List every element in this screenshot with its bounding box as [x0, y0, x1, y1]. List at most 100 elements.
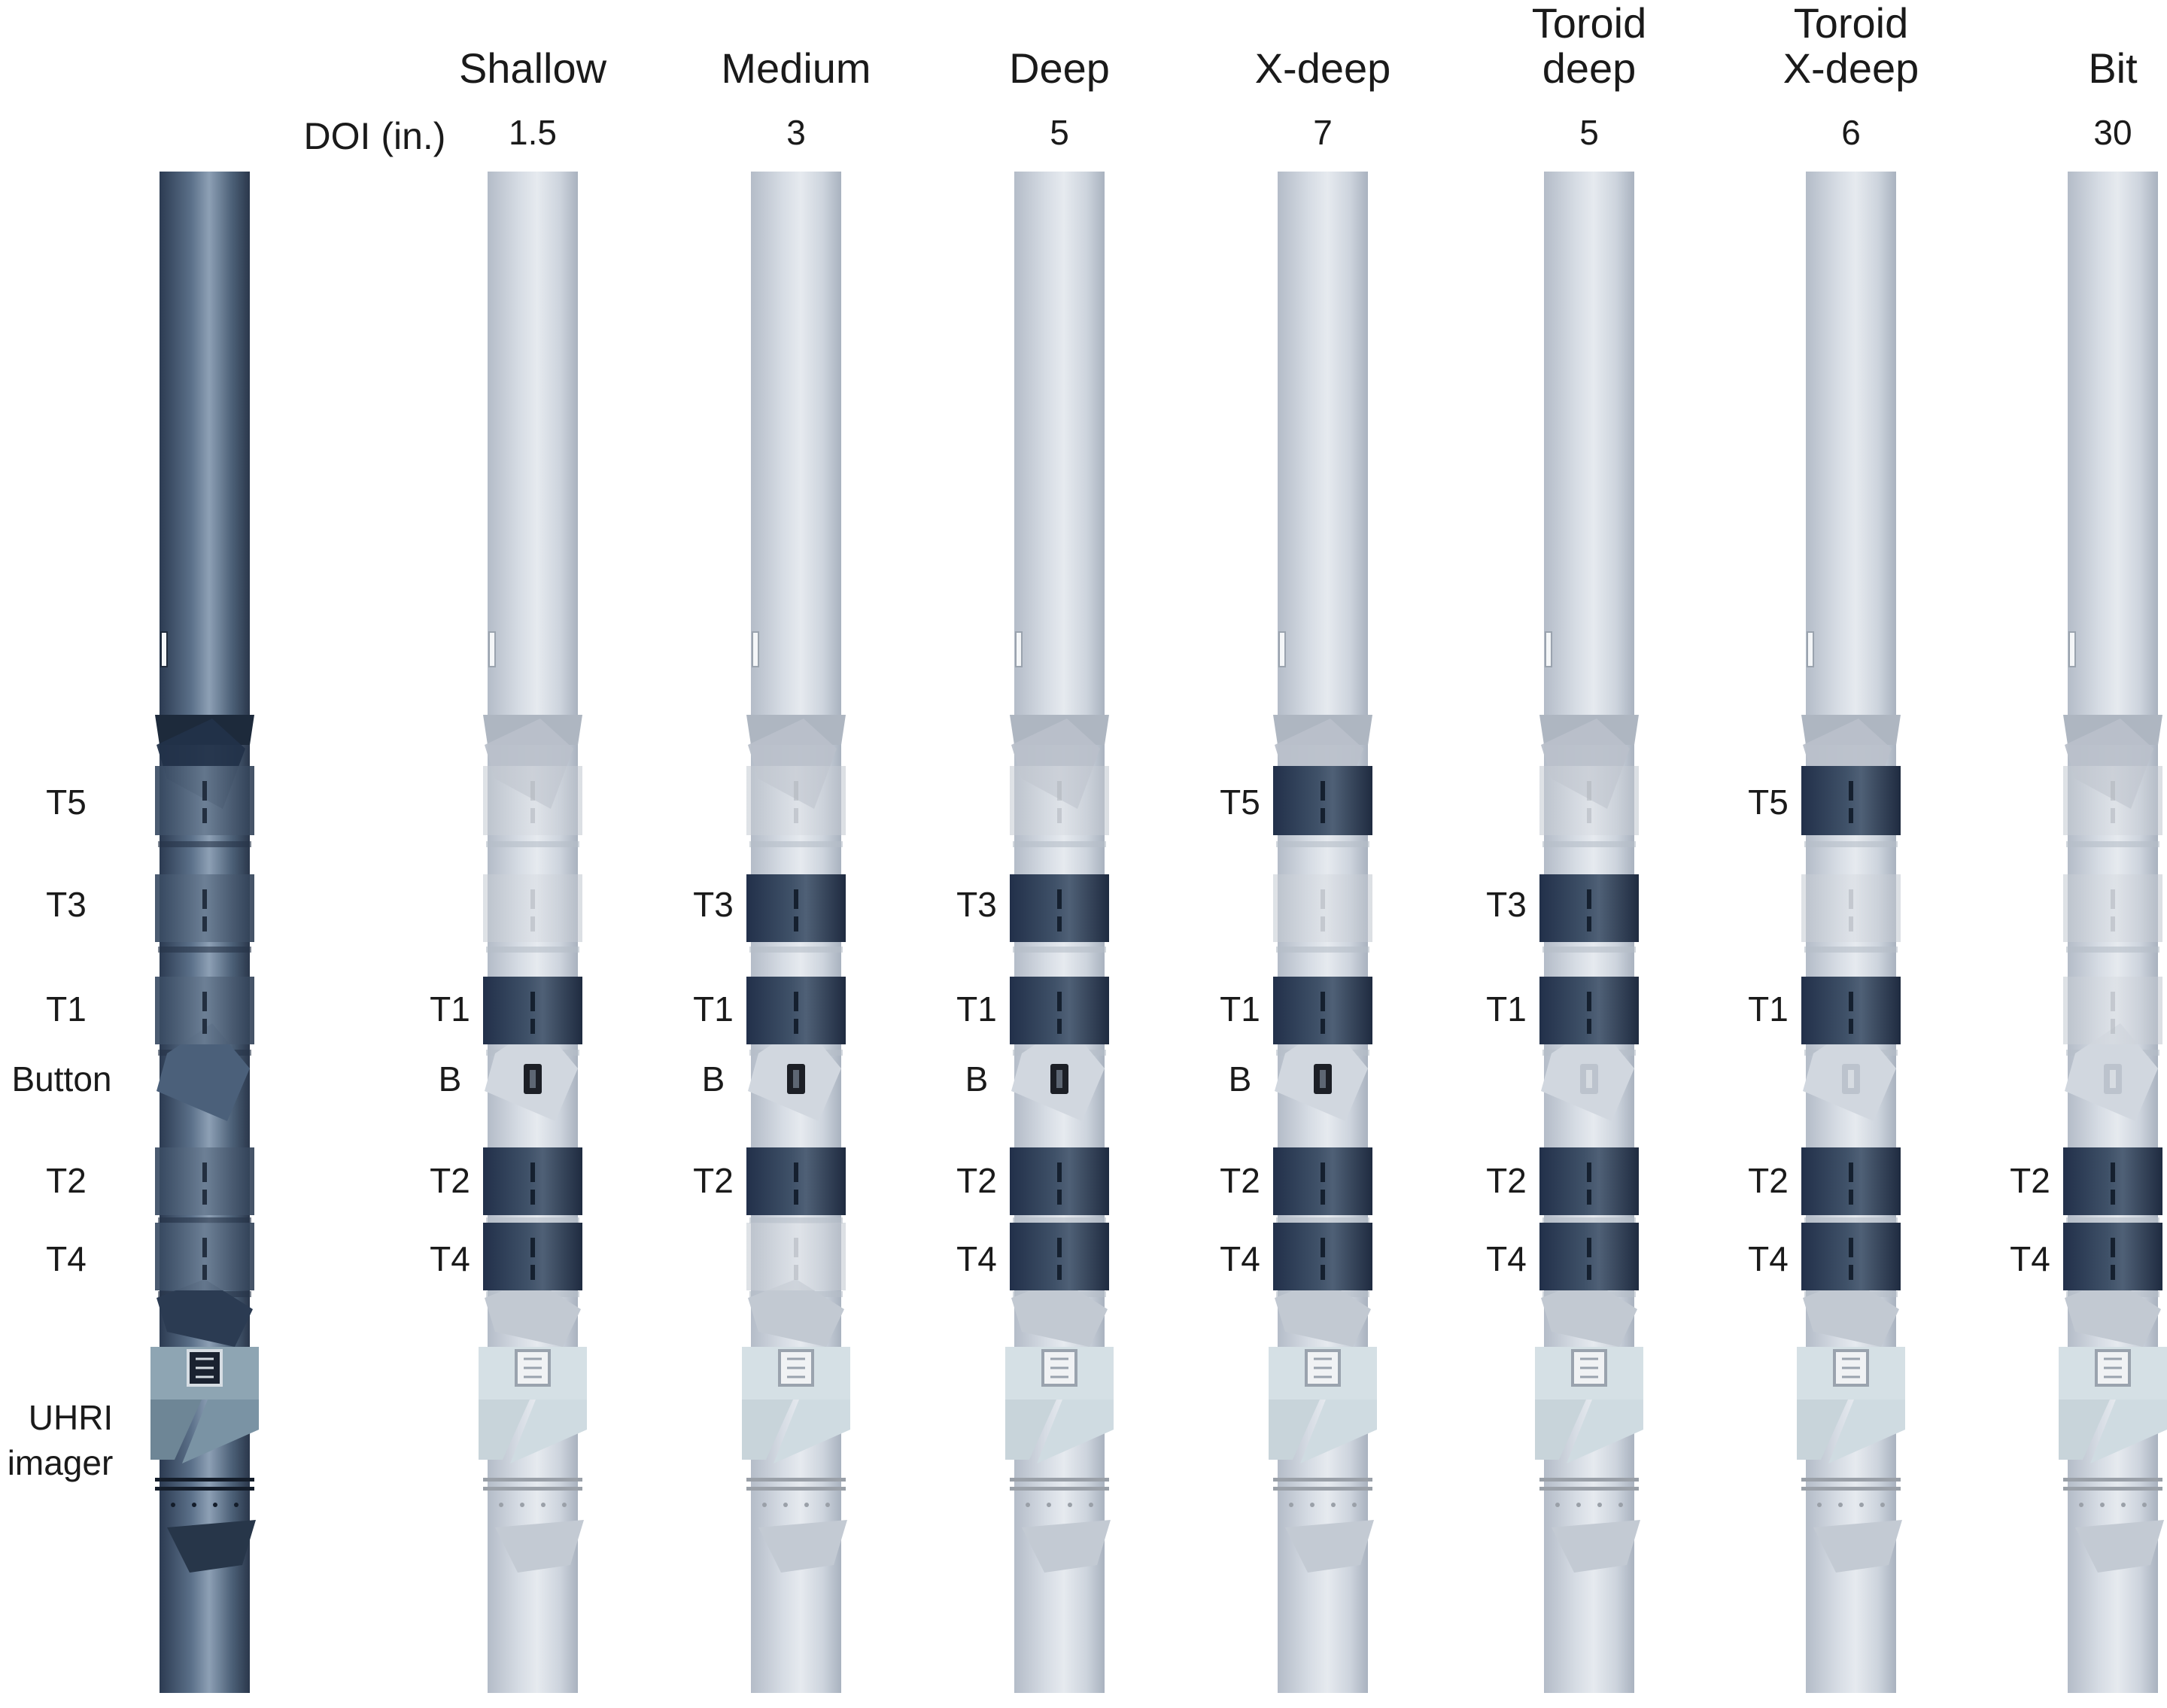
mode-1-label-t1: T1 — [693, 989, 734, 1029]
mode-3-label-t1: T1 — [1220, 989, 1260, 1029]
mode-3-label-t4: T4 — [1220, 1239, 1260, 1278]
imager-dot — [562, 1503, 567, 1507]
band-slot — [1587, 992, 1591, 1011]
band-slot — [2111, 889, 2115, 909]
tilted-block-bottom — [167, 1520, 256, 1573]
band-slot — [530, 1238, 535, 1257]
sleeve-ring — [749, 841, 843, 847]
imager-dot — [192, 1503, 196, 1507]
mode-0-label-t4: T4 — [430, 1239, 470, 1278]
imager-dot — [1838, 1503, 1843, 1507]
band-slot — [794, 1265, 798, 1280]
sleeve-ring — [486, 841, 579, 847]
mode-2-label-t1: T1 — [956, 989, 997, 1029]
band-slot — [1057, 1162, 1062, 1182]
imager-dot — [1352, 1503, 1357, 1507]
band-slot — [1057, 1190, 1062, 1205]
imager-dot — [1555, 1503, 1560, 1507]
sleeve-ring — [1542, 1217, 1636, 1223]
band-slot — [1057, 808, 1062, 823]
band-slot — [2111, 1238, 2115, 1257]
band-slot — [1587, 808, 1591, 823]
sleeve-ring — [1276, 947, 1369, 953]
mode-4-label-t4: T4 — [1486, 1239, 1527, 1278]
mode-4-label-t3: T3 — [1486, 885, 1527, 924]
band-slot — [202, 1162, 207, 1182]
mode-2-label-b: B — [965, 1059, 989, 1099]
sleeve-ring — [1276, 1217, 1369, 1223]
mode-name-6-line-0: Bit — [2088, 44, 2138, 92]
mode-3-label-t5: T5 — [1220, 783, 1260, 822]
imager-pad-left — [1269, 1400, 1320, 1460]
imager-dot — [762, 1503, 767, 1507]
band-slot — [202, 1265, 207, 1280]
band-slot — [1587, 1019, 1591, 1034]
band-slot — [1057, 916, 1062, 931]
connector-notch — [1278, 631, 1286, 667]
connector-notch — [488, 631, 496, 667]
band-slot — [1321, 992, 1325, 1011]
mode-5-label-t5: T5 — [1748, 783, 1789, 822]
band-slot — [530, 1190, 535, 1205]
band-slot — [530, 808, 535, 823]
band-slot — [530, 889, 535, 909]
sleeve-ring — [158, 947, 251, 953]
mode-5-label-t2: T2 — [1748, 1161, 1789, 1200]
ref-label-t3: T3 — [46, 885, 87, 924]
imager-pad-left — [1797, 1400, 1848, 1460]
imager-sensor-lines — [196, 1357, 214, 1378]
imager-ring — [483, 1487, 582, 1491]
sleeve-ring — [1542, 947, 1636, 953]
imager-dot — [2100, 1503, 2105, 1507]
imager-dot — [541, 1503, 546, 1507]
band-slot — [2111, 916, 2115, 931]
imager-ring — [2063, 1478, 2162, 1482]
imager-pad-right — [510, 1400, 587, 1463]
ref-label-uhri: UHRI — [29, 1398, 113, 1437]
imager-pad-left — [1005, 1400, 1056, 1460]
imager-dot — [520, 1503, 524, 1507]
imager-ring — [1010, 1478, 1109, 1482]
band-slot — [530, 1162, 535, 1182]
band-slot — [202, 1019, 207, 1034]
imager-pad-right — [1300, 1400, 1377, 1463]
band-slot — [530, 992, 535, 1011]
imager-dot — [1089, 1503, 1093, 1507]
mode-name-2-line-0: Deep — [1009, 44, 1110, 92]
band-slot — [1321, 916, 1325, 931]
mode-doi-value-3: 7 — [1313, 113, 1333, 152]
imager-sensor-lines — [1580, 1357, 1598, 1378]
imager-dot — [171, 1503, 175, 1507]
imager-dot — [1331, 1503, 1336, 1507]
imager-dot — [2121, 1503, 2126, 1507]
imager-sensor-lines — [2104, 1357, 2122, 1378]
band-slot — [530, 1019, 535, 1034]
connector-notch — [1015, 631, 1023, 667]
imager-dot — [234, 1503, 239, 1507]
imager-pad-right — [1828, 1400, 1905, 1463]
imager-pad-left — [150, 1400, 202, 1460]
imager-ring — [1539, 1487, 1639, 1491]
imager-dot — [1597, 1503, 1602, 1507]
tilted-block-lower — [157, 1279, 253, 1347]
imager-pad-right — [1037, 1400, 1114, 1463]
mode-doi-value-2: 5 — [1050, 113, 1069, 152]
imager-sensor-lines — [1842, 1357, 1860, 1378]
band-slot — [1849, 1238, 1853, 1257]
ref-label-imager: imager — [8, 1443, 114, 1482]
button-electrode-core — [1056, 1070, 1062, 1088]
doi-axis-label: DOI (in.) — [304, 115, 446, 157]
tilted-block-bottom — [1552, 1520, 1640, 1573]
imager-dot — [2079, 1503, 2083, 1507]
sleeve-ring — [1542, 841, 1636, 847]
band-slot — [2111, 1019, 2115, 1034]
button-electrode-core — [530, 1070, 536, 1088]
band-slot — [530, 781, 535, 801]
band-slot — [1587, 1238, 1591, 1257]
band-slot — [1321, 781, 1325, 801]
imager-ring — [1539, 1478, 1639, 1482]
mode-doi-value-4: 5 — [1579, 113, 1599, 152]
band-slot — [1321, 1019, 1325, 1034]
mode-name-1-line-0: Medium — [721, 44, 871, 92]
